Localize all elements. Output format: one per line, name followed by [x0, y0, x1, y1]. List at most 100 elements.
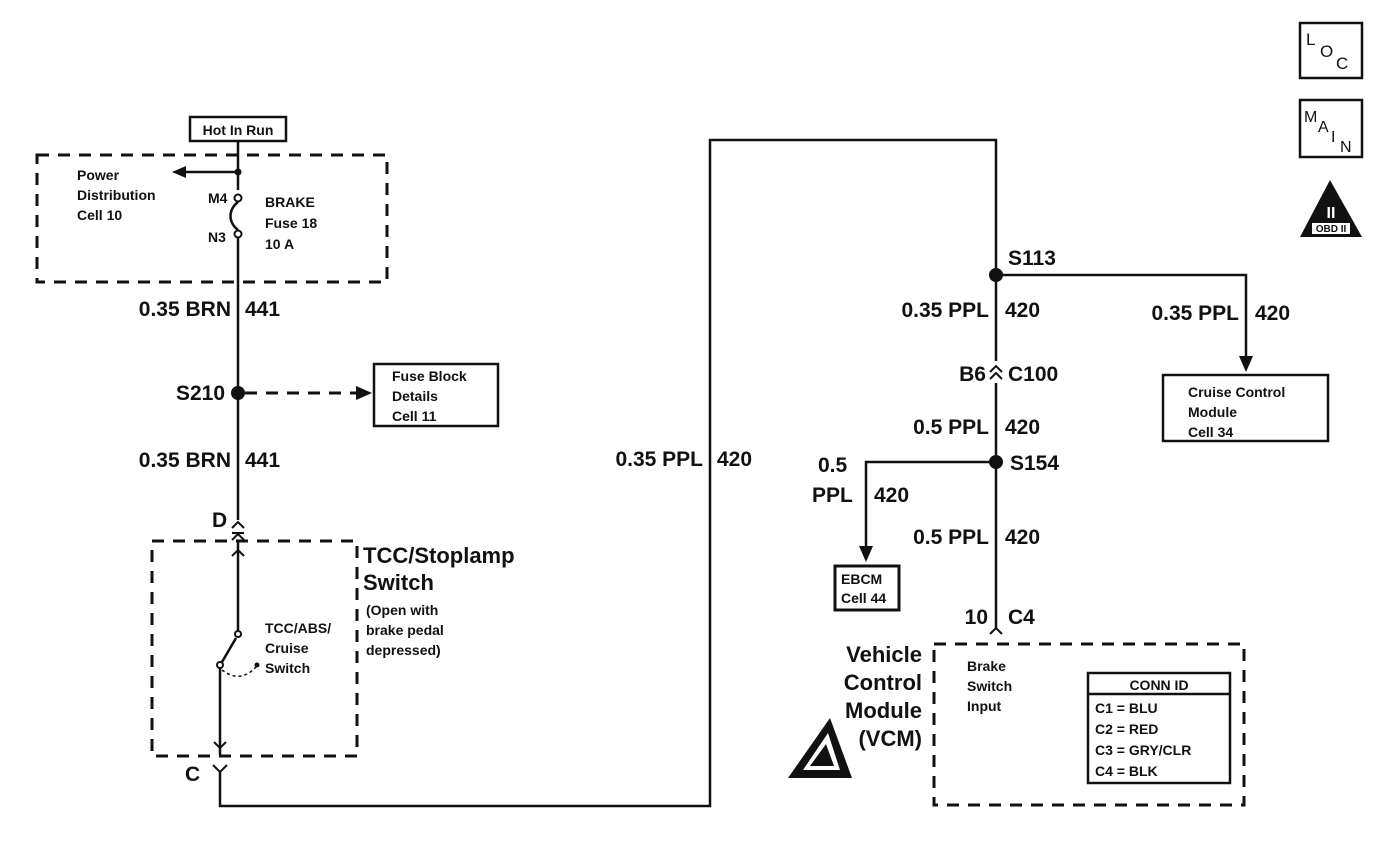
connector-c-label: C: [185, 763, 200, 786]
fuse-block-box: [372, 362, 500, 428]
arrow-cruise-icon: [1239, 356, 1253, 372]
power-dist-line3: Cell 10: [77, 207, 122, 223]
wire-brn-2-circuit: 441: [245, 449, 280, 472]
wire-ppl-long-circuit: 420: [717, 448, 752, 471]
fuse-block-line2: Details: [392, 388, 438, 404]
arrow-power-dist-icon: [172, 166, 186, 178]
cruise-line1: Cruise Control: [1188, 384, 1285, 400]
connector-d-top-icon: [231, 520, 245, 529]
wire-ppl-s113-gauge: 0.35 PPL: [901, 299, 989, 322]
splice-s154-label: S154: [1010, 452, 1059, 475]
wire-ppl-05b-circuit: 420: [1005, 526, 1040, 549]
svg-text:OBD II: OBD II: [1316, 224, 1347, 235]
fuse-block-line1: Fuse Block: [392, 368, 467, 384]
switch-linkage-dot: [254, 662, 260, 668]
c4-connector-icon: [989, 626, 1003, 635]
esd-warning-icon: [788, 718, 852, 778]
wire-ppl-420-long: [218, 138, 998, 808]
c100-top-icon: [989, 364, 1003, 373]
wire-ebcm-gauge1: 0.5: [818, 454, 848, 477]
svg-text:I: I: [1331, 129, 1335, 146]
vcm-box: [932, 642, 1246, 807]
main-icon[interactable]: M A I N: [1298, 98, 1364, 159]
cruise-line3: Cell 34: [1188, 424, 1233, 440]
switch-title1: TCC/Stoplamp: [363, 543, 515, 568]
switch-note1: (Open with: [366, 602, 438, 618]
wire-ppl-05a-gauge: 0.5 PPL: [913, 416, 989, 439]
arrow-fuse-block-icon: [356, 386, 372, 400]
switch-linkage-icon: [221, 666, 257, 677]
switch-blade-icon: [220, 637, 238, 663]
c100-pin: B6: [959, 363, 986, 386]
cruise-module-box: [1161, 373, 1330, 443]
vcm-line2: Control: [844, 670, 922, 695]
switch-label2: Cruise: [265, 640, 309, 656]
ebcm-box: [833, 564, 901, 612]
wire-ppl-cruise-circuit: 420: [1255, 302, 1290, 325]
c100-name: C100: [1008, 363, 1058, 386]
fuse-number: Fuse 18: [265, 215, 317, 231]
switch-note2: brake pedal: [366, 622, 444, 638]
hot-in-run-label: Hot In Run: [203, 122, 274, 138]
wire-ppl-05b-gauge: 0.5 PPL: [913, 526, 989, 549]
switch-title2: Switch: [363, 570, 434, 595]
switch-label3: Switch: [265, 660, 310, 676]
svg-text:O: O: [1320, 42, 1333, 61]
c4-name: C4: [1008, 606, 1035, 629]
conn-id-table: [1086, 671, 1232, 785]
svg-text:L: L: [1306, 30, 1315, 49]
fuse-name: BRAKE: [265, 194, 315, 210]
svg-text:C: C: [1336, 54, 1348, 73]
wire-brn-1-gauge: 0.35 BRN: [139, 298, 231, 321]
fuse-pin-m4: [233, 193, 243, 203]
wire-ppl-s113-circuit: 420: [1005, 299, 1040, 322]
fuse-pin-n3: [233, 229, 243, 239]
wire-to-ebcm: [864, 460, 996, 546]
c4-pin: 10: [965, 606, 988, 629]
switch-box: [150, 539, 359, 758]
conn-id-row: C3 = GRY/CLR: [1095, 742, 1191, 758]
svg-text:II: II: [1327, 205, 1336, 222]
obd-ii-icon: OBD II II: [1300, 180, 1362, 237]
wire-to-cruise: [996, 273, 1248, 356]
vcm-input-line1: Brake: [967, 658, 1006, 674]
switch-contact-top: [234, 630, 242, 638]
vcm-input-line2: Switch: [967, 678, 1012, 694]
wire-ppl-long-gauge: 0.35 PPL: [615, 448, 703, 471]
svg-text:N: N: [1340, 139, 1352, 156]
c100-bottom-icon: [989, 371, 1003, 380]
conn-id-row: C4 = BLK: [1095, 763, 1158, 779]
svg-text:A: A: [1318, 119, 1329, 136]
wire-ppl-cruise-gauge: 0.35 PPL: [1151, 302, 1239, 325]
fuse-rating: 10 A: [265, 236, 294, 252]
connector-d-bottom-icon: [231, 532, 245, 541]
conn-id-row: C1 = BLU: [1095, 700, 1158, 716]
conn-id-row: C2 = RED: [1095, 721, 1158, 737]
switch-note3: depressed): [366, 642, 441, 658]
conn-id-header: CONN ID: [1129, 677, 1188, 693]
cruise-line2: Module: [1188, 404, 1237, 420]
vcm-line1: Vehicle: [846, 642, 922, 667]
wire-brn-2-gauge: 0.35 BRN: [139, 449, 231, 472]
fuse-pin-in: M4: [208, 190, 228, 206]
splice-s210-dot: [231, 386, 245, 400]
svg-text:M: M: [1304, 109, 1317, 126]
connector-d-label: D: [212, 509, 227, 532]
splice-s210-label: S210: [176, 382, 225, 405]
power-dist-line2: Distribution: [77, 187, 156, 203]
wire-ebcm-gauge2: PPL: [812, 484, 853, 507]
fuse-block-line3: Cell 11: [392, 408, 437, 424]
wire-ppl-05a-circuit: 420: [1005, 416, 1040, 439]
power-distribution-box: [35, 153, 389, 284]
power-dist-line1: Power: [77, 167, 120, 183]
ebcm-line2: Cell 44: [841, 590, 886, 606]
arrow-ebcm-icon: [859, 546, 873, 562]
vcm-input-line3: Input: [967, 698, 1002, 714]
fuse-pin-out: N3: [208, 229, 226, 245]
ebcm-line1: EBCM: [841, 571, 882, 587]
switch-down-arrow-icon: [213, 741, 227, 750]
wire-ebcm-circuit: 420: [874, 484, 909, 507]
loc-icon[interactable]: L O C: [1298, 21, 1364, 80]
fuse-element-icon: [229, 201, 239, 231]
